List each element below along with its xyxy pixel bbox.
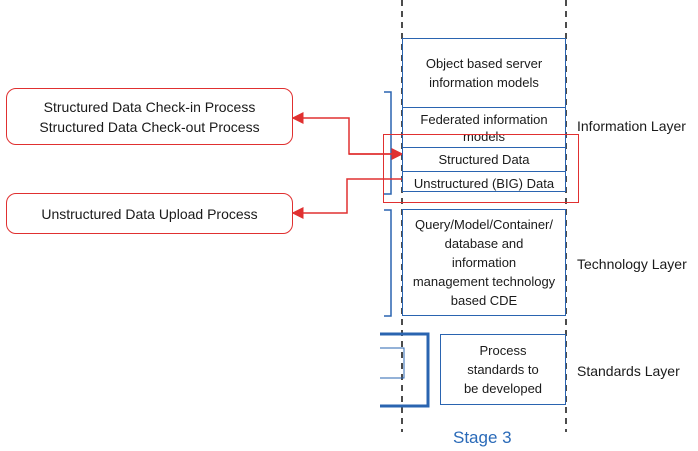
object-models-line2: information models — [429, 75, 539, 90]
technology-layer-label: Technology Layer — [577, 256, 687, 272]
standards-layer-bracket — [380, 332, 430, 408]
structured-data-cell: Structured Data — [403, 147, 565, 171]
unstructured-process-box: Unstructured Data Upload Process — [6, 193, 293, 234]
checkin-process-label: Structured Data Check-in Process — [43, 98, 256, 115]
unstructured-connector — [291, 178, 402, 219]
federated-line2: models — [463, 129, 505, 144]
information-stack: Object based server information models F… — [402, 38, 566, 192]
standards-line3: be developed — [463, 381, 543, 396]
unstructured-data-label: Unstructured (BIG) Data — [413, 176, 555, 191]
standards-layer-label: Standards Layer — [577, 363, 680, 379]
checkout-process-label: Structured Data Check-out Process — [39, 118, 260, 135]
standards-inner-bracket — [380, 347, 405, 379]
tech-line4: management technology — [412, 274, 556, 289]
standards-box: Process standards to be developed — [440, 334, 566, 405]
upload-process-label: Unstructured Data Upload Process — [41, 205, 258, 222]
technology-box: Query/Model/Container/ database and info… — [402, 209, 566, 316]
tech-line1: Query/Model/Container/ — [414, 217, 553, 232]
federated-models-cell: Federated information models — [403, 107, 565, 147]
federated-line1: Federated information — [420, 112, 548, 127]
information-layer-label: Information Layer — [577, 118, 686, 134]
tech-line5: based CDE — [450, 293, 518, 308]
tech-layer-bracket — [384, 209, 392, 317]
tech-line3: information — [451, 255, 517, 270]
standards-line2: standards to — [467, 362, 539, 377]
stage-label: Stage 3 — [453, 428, 512, 447]
structured-data-label: Structured Data — [438, 151, 530, 167]
tech-line2: database and — [444, 236, 524, 251]
unstructured-data-cell: Unstructured (BIG) Data — [403, 171, 565, 196]
highlight-frame — [383, 134, 579, 203]
structured-process-box: Structured Data Check-in Process Structu… — [6, 88, 293, 145]
object-models-line1: Object based server — [425, 56, 543, 71]
info-layer-bracket — [384, 91, 392, 195]
standards-line1: Process — [479, 343, 527, 358]
object-models-cell: Object based server information models — [403, 39, 565, 107]
